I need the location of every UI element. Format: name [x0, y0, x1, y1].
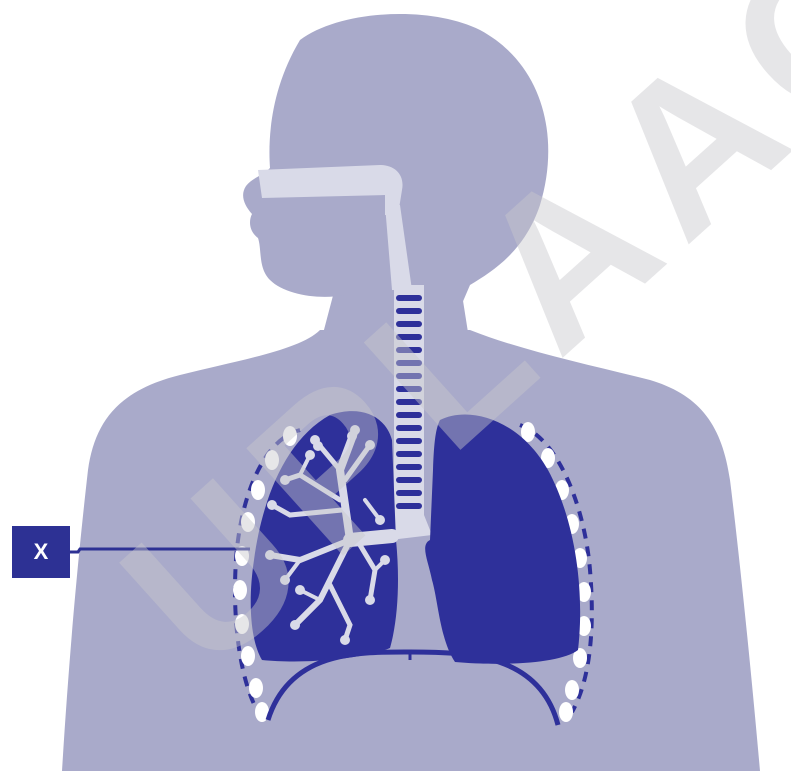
alveolus [340, 635, 350, 645]
alveolus [295, 585, 305, 595]
trachea-ring [396, 451, 422, 457]
alveolus [365, 595, 375, 605]
trachea-ring [396, 399, 422, 405]
trachea-ring [396, 503, 422, 509]
alveolus [380, 555, 390, 565]
trachea [394, 285, 424, 525]
trachea-ring [396, 386, 422, 392]
rib [233, 580, 247, 600]
alveolus [305, 450, 315, 460]
rib [265, 450, 279, 470]
rib [249, 678, 263, 698]
trachea-ring [396, 321, 422, 327]
alveolus [267, 500, 277, 510]
alveolus [365, 440, 375, 450]
trachea-ring [396, 438, 422, 444]
trachea-ring [396, 334, 422, 340]
alveolus [280, 575, 290, 585]
trachea-ring [396, 360, 422, 366]
label-x-box: X [12, 526, 70, 578]
alveolus [375, 515, 385, 525]
rib [241, 646, 255, 666]
rib [565, 680, 579, 700]
trachea-ring [396, 295, 422, 301]
rib [251, 480, 265, 500]
rib [559, 702, 573, 722]
trachea-ring [396, 477, 422, 483]
alveolus [280, 475, 290, 485]
alveolus [265, 550, 275, 560]
alveolus [347, 431, 357, 441]
trachea-ring [396, 347, 422, 353]
trachea-ring [396, 308, 422, 314]
rib [235, 614, 249, 634]
trachea-ring [396, 464, 422, 470]
alveolus [313, 441, 323, 451]
alveolus [290, 620, 300, 630]
label-x-text: X [34, 539, 49, 565]
trachea-ring [396, 490, 422, 496]
trachea-ring [396, 373, 422, 379]
rib [283, 426, 297, 446]
trachea-ring [396, 412, 422, 418]
rib [241, 512, 255, 532]
trachea-ring [396, 425, 422, 431]
